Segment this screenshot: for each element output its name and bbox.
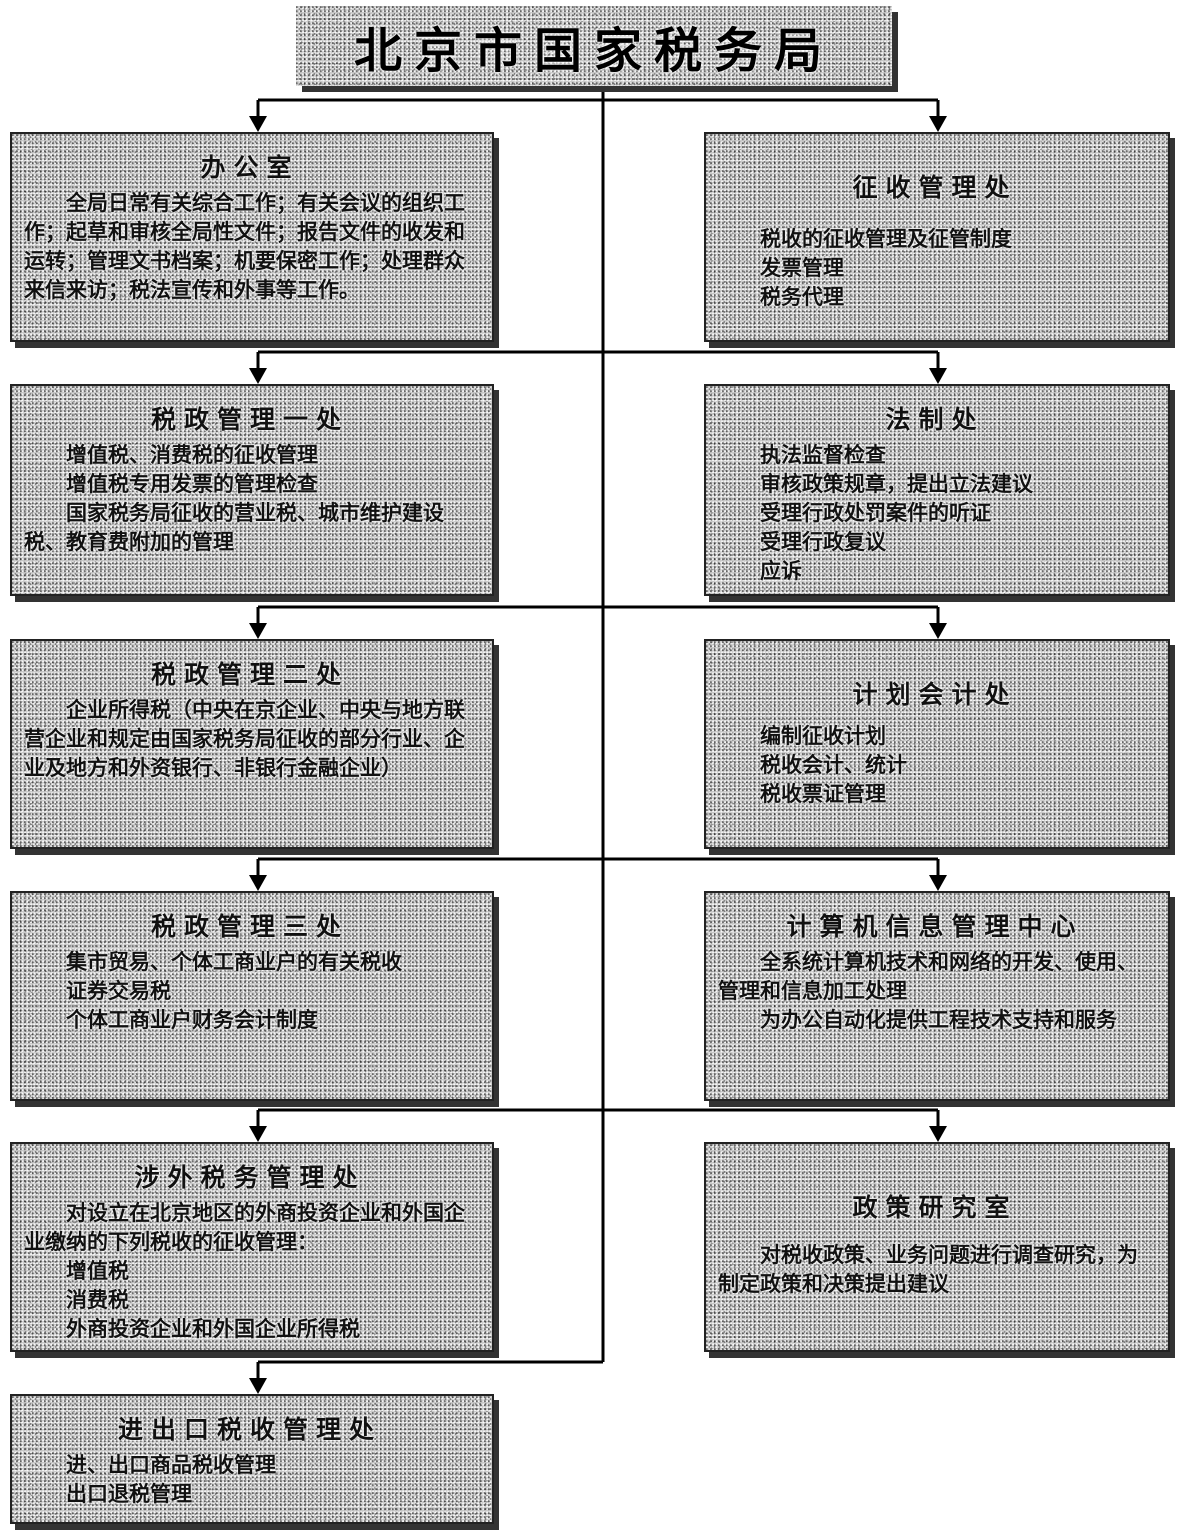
org-box-import-export: 进出口税收管理处 进、出口商品税收管理 出口退税管理 xyxy=(10,1394,494,1524)
box-title: 进出口税收管理处 xyxy=(117,1415,382,1444)
box-line: 编制征收计划 xyxy=(760,723,886,748)
arrow-head xyxy=(249,875,267,891)
box-line: 发票管理 xyxy=(760,255,844,280)
org-box-tax-admin-2: 税政管理二处 企业所得税（中央在京企业、中央与地方联营企业和规定由国家税务局征收… xyxy=(10,639,494,849)
box-line: 受理行政处罚案件的听证 xyxy=(760,500,991,525)
box-line: 税收的征收管理及征管制度 xyxy=(760,226,1012,251)
box-title: 计划会计处 xyxy=(852,680,1018,709)
arrow-head xyxy=(249,368,267,384)
box-line: 国家税务局征收的营业税、城市维护建设税、教育费附加的管理 xyxy=(24,500,444,554)
arrow-head xyxy=(249,116,267,132)
org-box-policy-research: 政策研究室 对税收政策、业务问题进行调查研究，为制定政策和决策提出建议 xyxy=(704,1142,1170,1352)
box-line: 进、出口商品税收管理 xyxy=(66,1452,276,1477)
box-line: 出口退税管理 xyxy=(66,1481,192,1506)
root-node: 北京市国家税务局 xyxy=(296,6,892,86)
box-line: 全局日常有关综合工作；有关会议的组织工作；起草和审核全局性文件；报告文件的收发和… xyxy=(24,190,465,302)
org-box-it-center: 计算机信息管理中心 全系统计算机技术和网络的开发、使用、管理和信息加工处理 为办… xyxy=(704,891,1170,1101)
box-line: 消费税 xyxy=(66,1287,129,1312)
arrow-head xyxy=(929,875,947,891)
box-title: 税政管理三处 xyxy=(150,912,349,941)
arrow-head xyxy=(929,116,947,132)
box-title: 涉外税务管理处 xyxy=(134,1163,366,1192)
box-line: 全系统计算机技术和网络的开发、使用、管理和信息加工处理 xyxy=(718,949,1138,1003)
box-line: 执法监督检查 xyxy=(760,442,886,467)
box-line: 增值税专用发票的管理检查 xyxy=(66,471,318,496)
box-line: 企业所得税（中央在京企业、中央与地方联营企业和规定由国家税务局征收的部分行业、企… xyxy=(24,697,465,780)
box-line: 增值税、消费税的征收管理 xyxy=(66,442,318,467)
box-line: 税收会计、统计 xyxy=(760,752,907,777)
arrow-head xyxy=(929,1126,947,1142)
box-line: 增值税 xyxy=(66,1258,129,1283)
root-title: 北京市国家税务局 xyxy=(353,23,834,79)
box-title: 税政管理一处 xyxy=(150,405,349,434)
box-title: 办公室 xyxy=(200,153,300,182)
box-line: 税收票证管理 xyxy=(760,781,886,806)
arrow-head xyxy=(249,1378,267,1394)
org-box-legal: 法制处 执法监督检查 审核政策规章，提出立法建议 受理行政处罚案件的听证 受理行… xyxy=(704,384,1170,596)
box-line: 审核政策规章，提出立法建议 xyxy=(760,471,1033,496)
box-line: 外商投资企业和外国企业所得税 xyxy=(66,1316,360,1341)
box-line: 对税收政策、业务问题进行调查研究，为制定政策和决策提出建议 xyxy=(718,1242,1138,1296)
box-line: 集市贸易、个体工商业户的有关税收 xyxy=(66,949,402,974)
arrow-head xyxy=(249,623,267,639)
box-line: 对设立在北京地区的外商投资企业和外国企业缴纳的下列税收的征收管理： xyxy=(24,1200,465,1254)
box-line: 个体工商业户财务会计制度 xyxy=(66,1007,318,1032)
arrow-head xyxy=(929,368,947,384)
org-box-tax-admin-1: 税政管理一处 增值税、消费税的征收管理 增值税专用发票的管理检查 国家税务局征收… xyxy=(10,384,494,596)
box-line: 受理行政复议 xyxy=(760,529,886,554)
box-title: 法制处 xyxy=(885,405,985,434)
box-line: 税务代理 xyxy=(760,284,844,309)
arrow-head xyxy=(929,623,947,639)
org-box-collection-mgmt: 征收管理处 税收的征收管理及征管制度 发票管理 税务代理 xyxy=(704,132,1170,342)
box-title: 征收管理处 xyxy=(852,173,1018,202)
box-title: 政策研究室 xyxy=(852,1193,1018,1222)
box-title: 计算机信息管理中心 xyxy=(786,912,1084,941)
box-line: 证券交易税 xyxy=(66,978,171,1003)
org-box-foreign-tax: 涉外税务管理处 对设立在北京地区的外商投资企业和外国企业缴纳的下列税收的征收管理… xyxy=(10,1142,494,1352)
box-line: 应诉 xyxy=(760,558,802,583)
box-line: 为办公自动化提供工程技术支持和服务 xyxy=(760,1007,1117,1032)
org-box-office: 办公室 全局日常有关综合工作；有关会议的组织工作；起草和审核全局性文件；报告文件… xyxy=(10,132,494,342)
org-box-tax-admin-3: 税政管理三处 集市贸易、个体工商业户的有关税收 证券交易税 个体工商业户财务会计… xyxy=(10,891,494,1101)
box-title: 税政管理二处 xyxy=(150,660,349,689)
org-box-planning-accounting: 计划会计处 编制征收计划 税收会计、统计 税收票证管理 xyxy=(704,639,1170,849)
arrow-head xyxy=(249,1126,267,1142)
